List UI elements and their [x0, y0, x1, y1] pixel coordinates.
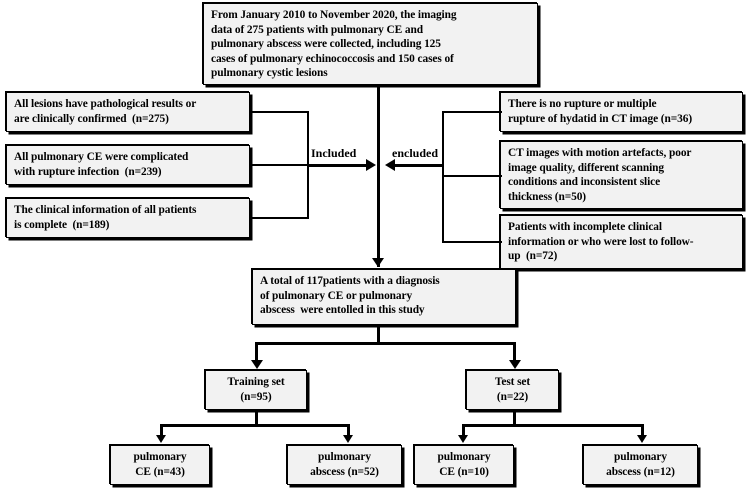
training-pulmonary-ce-box: pulmonary CE (n=43) [110, 445, 210, 485]
test-pulmonary-ce-box: pulmonary CE (n=10) [414, 445, 514, 485]
source-line-1: From January 2010 to November 2020, the … [211, 9, 457, 21]
exclusion-3-line-2: information or who were lost to follow- [508, 235, 694, 248]
training-set-line-1: Training set [227, 376, 285, 389]
inclusion-1-line-2: are clinically confirmed (n=275) [14, 112, 169, 125]
exclusion-bracket [442, 111, 444, 243]
training-abscess-line-1: pulmonary [318, 451, 371, 464]
inclusion-3-stub [250, 217, 309, 219]
training-abscess-line-2: abscess (n=52) [310, 466, 379, 478]
test-split-right-drop [641, 424, 644, 438]
exclusion-2-line-1: CT images with motion artefacts, poor [508, 147, 692, 159]
inclusion-1-line-1: All lesions have pathological results or [14, 98, 197, 110]
test-down-stub [513, 410, 516, 426]
excluded-arrowhead [385, 159, 395, 171]
test-ce-arrowhead [458, 435, 468, 443]
test-abscess-line-2: abscess (n=12) [606, 466, 675, 478]
exclusion-3-stub [442, 241, 502, 243]
training-arrowhead [251, 360, 263, 369]
source-line-2: data of 275 patients with pulmonary CE a… [211, 23, 423, 36]
exclusion-2-line-4: thickness (n=50) [508, 190, 586, 203]
training-pulmonary-abscess-box: pulmonary abscess (n=52) [287, 445, 402, 485]
training-ce-arrowhead [156, 435, 166, 443]
training-split-left-drop [160, 424, 163, 438]
source-line-4: cases of pulmonary echinococcosis and 15… [211, 52, 454, 65]
source-cohort-box: From January 2010 to November 2020, the … [203, 3, 538, 85]
inclusion-2-line-2: with rupture infection (n=239) [14, 165, 162, 178]
inclusion-2-stub [250, 164, 309, 166]
inclusion-3-line-2: is complete (n=189) [14, 218, 110, 231]
enrolled-line-1: A total of 117patients with a diagnosis [260, 275, 440, 287]
test-ce-line-2: CE (n=10) [439, 466, 489, 478]
exclusion-criterion-1: There is no rupture or multiple rupture … [500, 92, 743, 132]
training-down-stub [255, 410, 258, 426]
test-arrowhead [509, 360, 521, 369]
test-set-line-1: Test set [494, 376, 531, 389]
training-split-right-drop [347, 424, 350, 438]
inclusion-criterion-2: All pulmonary CE were complicated with r… [6, 145, 250, 185]
exclusion-1-stub [442, 111, 502, 113]
exclusion-1-line-2: rupture of hydatid in CT image (n=36) [508, 112, 693, 125]
training-set-line-2: (n=95) [240, 391, 272, 403]
test-set-box: Test set (n=22) [466, 370, 559, 410]
source-line-3: pulmonary abscess were collected, includ… [211, 38, 441, 51]
trunk-arrowhead-enrolled [372, 258, 384, 267]
inclusion-3-line-1: The clinical information of all patients [14, 204, 197, 216]
test-abscess-line-1: pulmonary [614, 451, 667, 464]
included-arrowhead [366, 159, 376, 171]
split-left-drop [255, 342, 258, 363]
exclusion-3-line-3: up (n=72) [508, 250, 558, 263]
test-set-line-2: (n=22) [496, 391, 529, 403]
training-ce-line-2: CE (n=43) [135, 466, 185, 478]
source-line-5: pulmonary cystic lesions [211, 67, 328, 80]
included-connector [307, 164, 369, 167]
excluded-label: encluded [392, 146, 439, 160]
enrolled-line-2: of pulmonary CE or pulmonary [260, 289, 413, 302]
training-split-bar [160, 424, 350, 427]
exclusion-criterion-3: Patients with incomplete clinical inform… [500, 215, 743, 269]
enrolled-cohort-box: A total of 117patients with a diagnosis … [252, 269, 516, 325]
training-set-box: Training set (n=95) [205, 370, 307, 410]
inclusion-2-line-1: All pulmonary CE were complicated [14, 151, 189, 163]
training-ce-line-1: pulmonary [133, 451, 187, 464]
excluded-connector [394, 164, 444, 167]
enrolled-down-stub [377, 325, 380, 344]
exclusion-1-line-1: There is no rupture or multiple [508, 98, 657, 110]
split-bar [255, 342, 516, 345]
exclusion-2-line-3: conditions and inconsistent slice [508, 176, 661, 189]
inclusion-criterion-1: All lesions have pathological results or… [6, 92, 250, 132]
exclusion-criterion-2: CT images with motion artefacts, poor im… [500, 141, 743, 209]
training-abscess-arrowhead [343, 435, 353, 443]
inclusion-1-stub [250, 111, 309, 113]
test-split-left-drop [462, 424, 465, 438]
test-ce-line-1: pulmonary [437, 451, 491, 464]
included-label: Included [311, 146, 357, 160]
inclusion-criterion-3: The clinical information of all patients… [6, 198, 250, 238]
test-abscess-arrowhead [637, 435, 647, 443]
exclusion-3-line-1: Patients with incomplete clinical [508, 221, 662, 233]
test-pulmonary-abscess-box: pulmonary abscess (n=12) [583, 445, 698, 485]
enrolled-line-3: abscess were entolled in this study [260, 304, 425, 317]
split-right-drop [513, 342, 516, 363]
exclusion-2-line-2: image quality, different scanning [508, 161, 664, 174]
exclusion-2-stub [442, 175, 502, 177]
test-split-bar [462, 424, 644, 427]
trunk-source-to-enrolled [377, 85, 380, 267]
